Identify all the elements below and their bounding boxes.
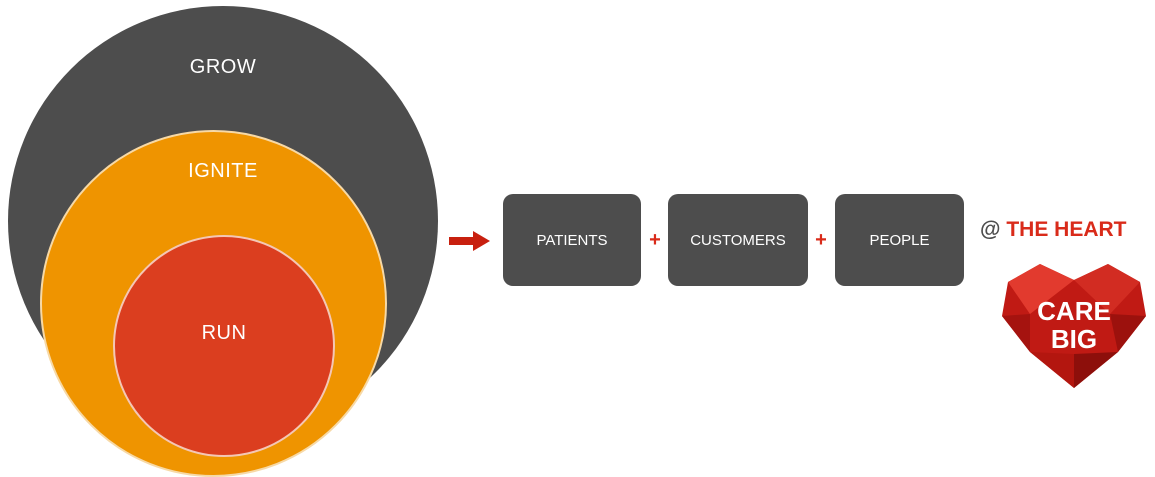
- plus-sign: +: [815, 229, 827, 251]
- logo-care-text: CARE: [1037, 296, 1111, 326]
- the-heart-text: THE HEART: [1006, 218, 1127, 241]
- patients-box: PATIENTS: [503, 194, 641, 286]
- the-heart-heading: @ THE HEART: [980, 218, 1127, 242]
- people-box: PEOPLE: [835, 194, 964, 286]
- grow-label: GROW: [189, 56, 257, 78]
- people-label: PEOPLE: [869, 231, 930, 249]
- run-circle: [113, 235, 335, 457]
- logo-big-text: BIG: [1051, 324, 1097, 354]
- ignite-label: IGNITE: [188, 160, 258, 182]
- customers-label: CUSTOMERS: [690, 231, 786, 249]
- right-arrow-icon: [449, 231, 490, 251]
- heart-logo-icon: CARE BIG: [1002, 264, 1146, 388]
- patients-label: PATIENTS: [536, 231, 608, 249]
- customers-box: CUSTOMERS: [668, 194, 808, 286]
- at-symbol: @: [980, 218, 1001, 241]
- plus-sign: +: [649, 229, 661, 251]
- run-label: RUN: [201, 322, 247, 344]
